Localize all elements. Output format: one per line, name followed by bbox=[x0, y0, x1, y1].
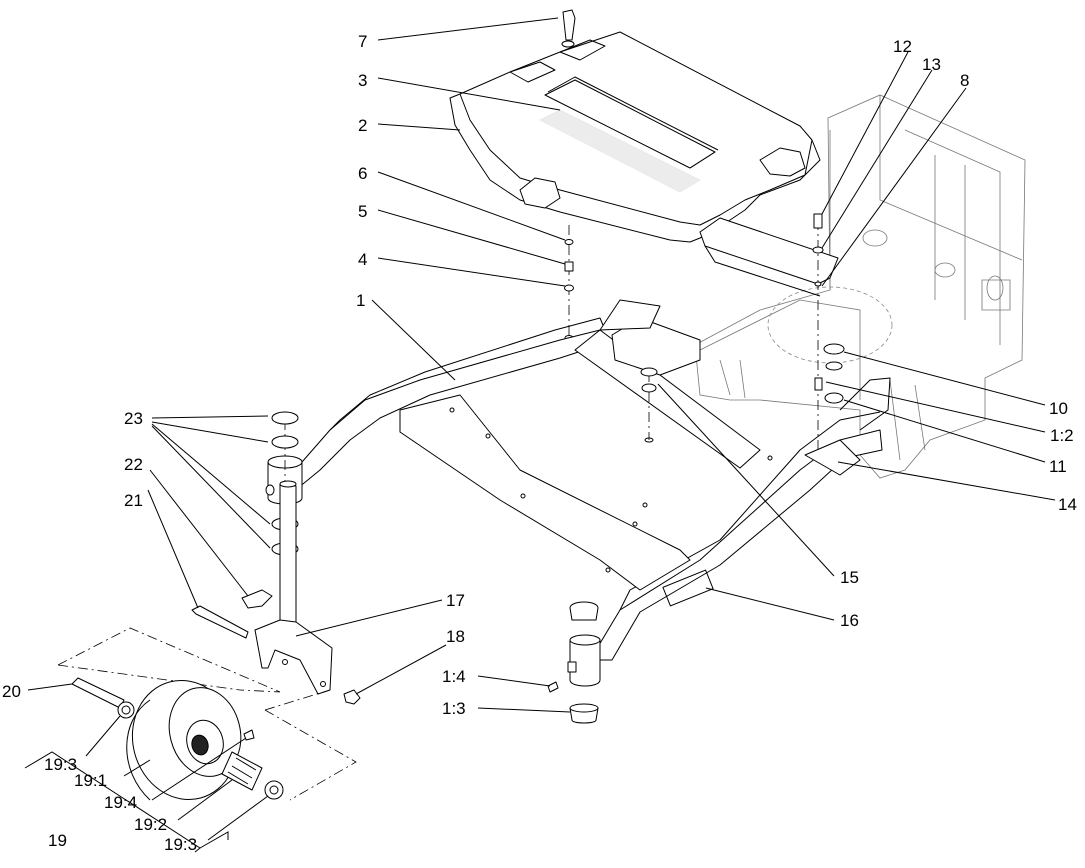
callout-19-1: 19:1 bbox=[74, 771, 107, 790]
callout-19-3-left: 19:3 bbox=[44, 755, 77, 774]
callout-19-3-right: 19:3 bbox=[164, 835, 197, 854]
callout-19: 19 bbox=[48, 831, 67, 850]
leader-lines bbox=[27, 17, 1056, 841]
seat-pan bbox=[449, 31, 839, 297]
callout-8: 8 bbox=[960, 71, 969, 90]
knob bbox=[561, 9, 576, 48]
callout-11: 11 bbox=[1049, 457, 1067, 476]
callout-7: 7 bbox=[358, 32, 367, 51]
callout-2: 2 bbox=[358, 116, 367, 135]
callout-22: 22 bbox=[124, 455, 143, 474]
callout-17: 17 bbox=[446, 591, 465, 610]
callout-1-2: 1:2 bbox=[1050, 426, 1074, 445]
main-frame bbox=[265, 299, 891, 687]
callout-3: 3 bbox=[358, 71, 367, 90]
callout-4: 4 bbox=[358, 250, 367, 269]
callout-15: 15 bbox=[840, 568, 859, 587]
callout-labels: 7 3 2 6 5 4 1 12 13 8 10 1:2 11 14 15 16… bbox=[2, 32, 1077, 854]
seat-hardware-stack bbox=[564, 225, 574, 341]
callout-23: 23 bbox=[124, 409, 143, 428]
callout-18: 18 bbox=[446, 627, 465, 646]
callout-6: 6 bbox=[358, 164, 367, 183]
wheel-group-bracket bbox=[24, 751, 229, 853]
callout-13: 13 bbox=[922, 55, 941, 74]
callout-21: 21 bbox=[124, 491, 143, 510]
callout-19-2: 19:2 bbox=[134, 815, 167, 834]
callout-1: 1 bbox=[356, 291, 365, 310]
callout-1-3: 1:3 bbox=[442, 699, 466, 718]
callout-5: 5 bbox=[358, 202, 367, 221]
washer-stack-15 bbox=[640, 367, 658, 443]
right-caster-parts bbox=[547, 601, 599, 724]
wheel-assembly bbox=[71, 677, 284, 801]
callout-1-4: 1:4 bbox=[442, 667, 466, 686]
left-caster-assembly bbox=[191, 411, 361, 705]
right-hardware-stack bbox=[812, 213, 845, 470]
callout-20: 20 bbox=[2, 682, 21, 701]
wheel-group-outline bbox=[57, 627, 357, 801]
chassis-ghost bbox=[694, 94, 1026, 479]
callout-19-4: 19:4 bbox=[104, 793, 137, 812]
callout-16: 16 bbox=[840, 611, 859, 630]
callout-14: 14 bbox=[1058, 495, 1077, 514]
callout-12: 12 bbox=[893, 37, 912, 56]
callout-10: 10 bbox=[1049, 399, 1068, 418]
